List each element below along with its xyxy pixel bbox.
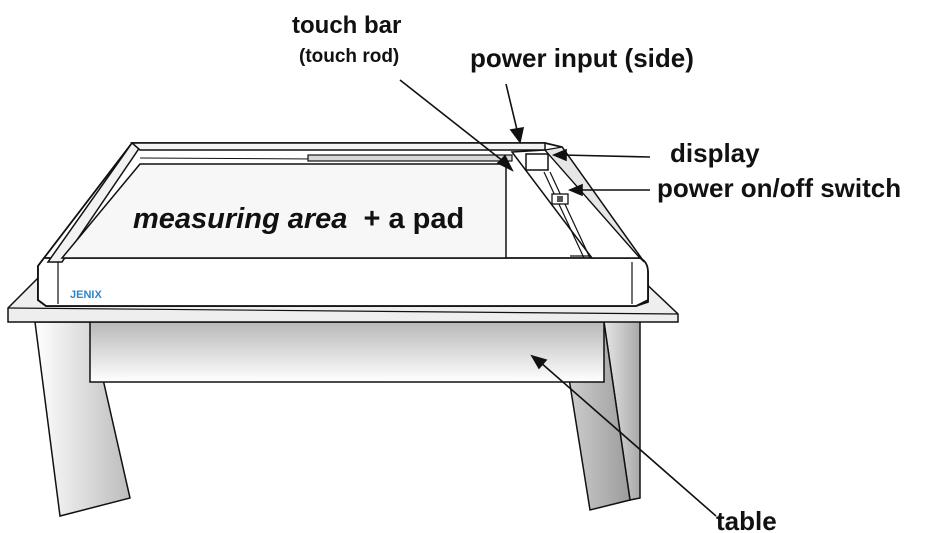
label-power-input: power input (side) [470, 43, 694, 73]
measuring-area-pad-text: + a pad [363, 203, 464, 235]
callout-labels: touch bar (touch rod) power input (side)… [292, 12, 901, 533]
leader-power-input [505, 83, 519, 135]
label-display: display [670, 138, 760, 168]
display-window [525, 153, 549, 171]
measuring-area-surface [60, 163, 507, 259]
brand-logo: JENIX [70, 289, 102, 301]
leader-display [561, 154, 651, 158]
table [7, 277, 679, 517]
leader-touch-bar [399, 79, 509, 166]
digitizer-pad: JENIX measuring area + a pad [37, 142, 649, 307]
touch-bar [307, 154, 513, 162]
leader-table [539, 361, 717, 517]
pad-back-rail [130, 142, 546, 151]
label-power-switch: power on/off switch [657, 173, 901, 203]
table-apron [89, 321, 605, 383]
label-touch-rod: (touch rod) [299, 46, 399, 67]
pad-front-rail [37, 257, 649, 307]
label-table: table [716, 506, 777, 533]
table-top-edge [7, 307, 679, 315]
measuring-area-label: measuring area + a pad [133, 203, 464, 235]
leader-lines [399, 79, 717, 517]
label-touch-bar: touch bar [292, 12, 401, 39]
measuring-area-text: measuring area [133, 203, 347, 235]
